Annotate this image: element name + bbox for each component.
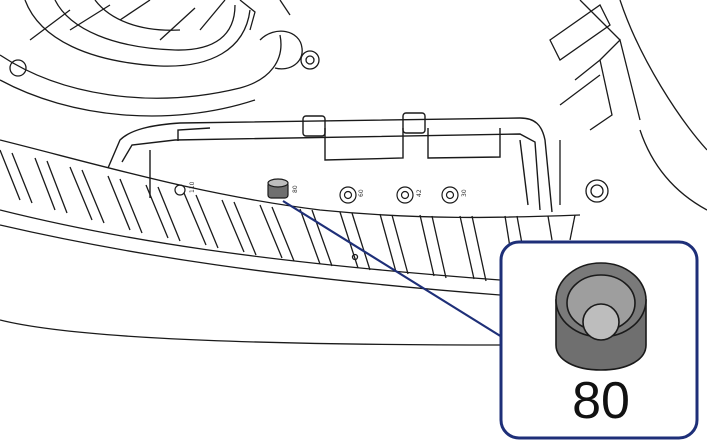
slot-label-42: 42	[416, 189, 423, 197]
slot-label-110: 110	[189, 181, 196, 193]
slot-cover-frame	[107, 112, 553, 213]
active-insert-80	[267, 178, 289, 199]
screw-hole-42	[396, 186, 414, 204]
magnified-insert-icon	[555, 262, 647, 371]
callout-leader-line	[282, 200, 511, 343]
slot-label-80: 80	[292, 185, 299, 193]
slot-label-60: 60	[358, 189, 365, 197]
screw-hole-30	[441, 186, 459, 204]
right-housing	[549, 0, 707, 211]
vent-grille	[0, 139, 581, 346]
screw-hole-60	[339, 186, 357, 204]
callout-label: 80	[572, 372, 630, 430]
slot-label-30: 30	[461, 189, 468, 197]
fan-housing	[0, 0, 320, 117]
